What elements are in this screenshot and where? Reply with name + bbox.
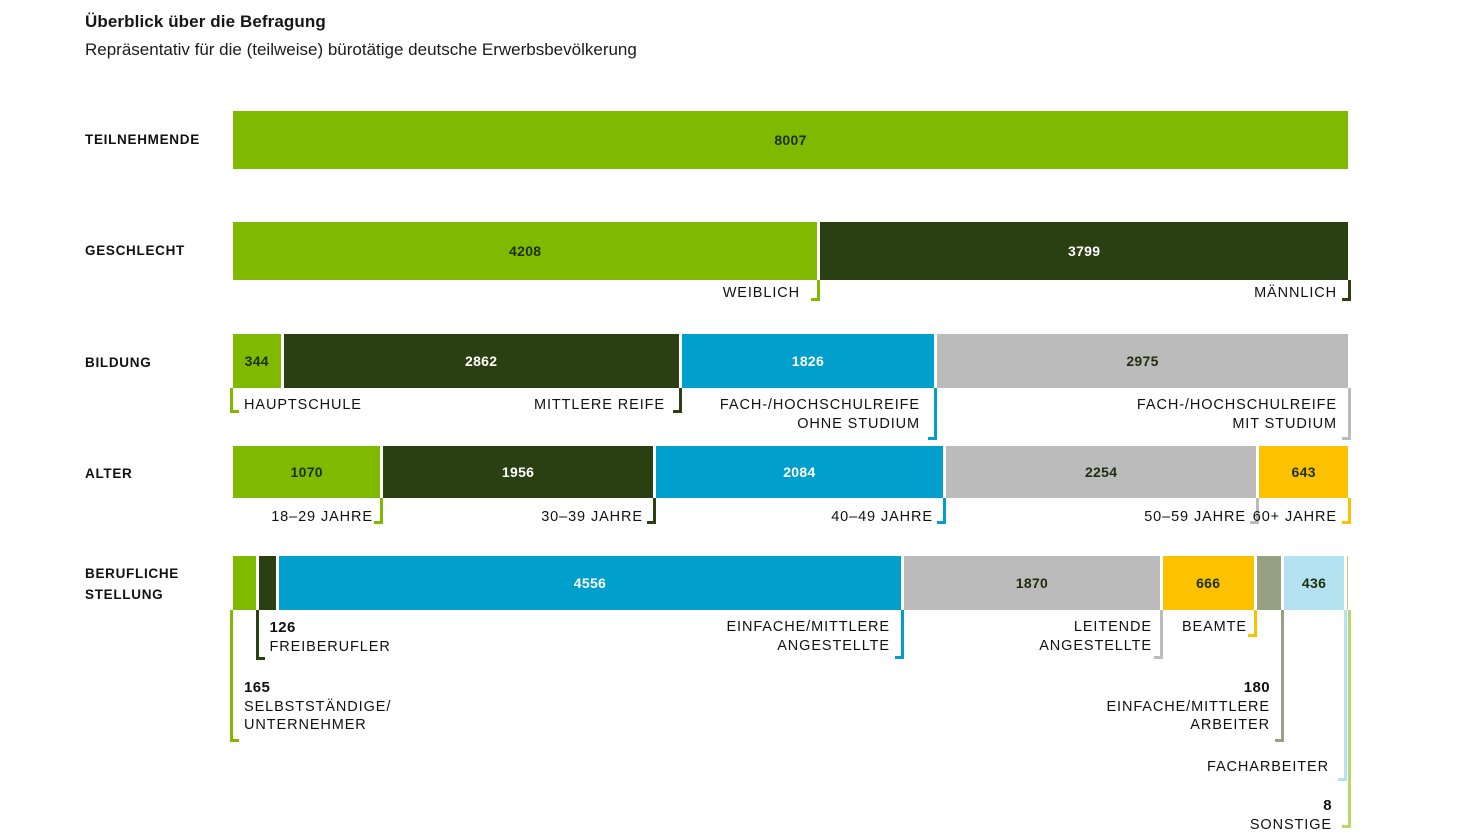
caption-line: FACH-/HOCHSCHULREIFE — [0, 396, 1337, 415]
bar-segment-weiblich: 4208 — [233, 222, 817, 280]
segment-value: 1956 — [502, 464, 534, 480]
segment-value: 666 — [1196, 575, 1220, 591]
caption-value: 180 — [0, 678, 1270, 698]
caption-line: ARBEITER — [0, 716, 1270, 735]
segment-value: 436 — [1302, 575, 1326, 591]
bar-row: 1070 1956 2084 2254 643 — [233, 446, 1348, 498]
segment-value: 344 — [245, 353, 269, 369]
leader-line-einfache-mittlere-arbeiter — [1281, 610, 1284, 742]
bar-row: 8007 — [233, 111, 1348, 169]
bar-segment-freiberufler — [259, 556, 276, 610]
leader-foot-selbststaendige-unternehmer — [230, 739, 239, 742]
leader-foot-freiberufler — [256, 657, 265, 660]
bar-segment-facharbeiter: 436 — [1284, 556, 1344, 610]
bar-segment-fach-hochschulreife-ohne-studium: 1826 — [682, 334, 934, 388]
bar-row: 4556 1870 666 436 — [233, 556, 1348, 610]
leader-foot-beamte — [1248, 634, 1257, 637]
bar-segment-einfache-mittlere-arbeiter — [1257, 556, 1282, 610]
bar-row: 4208 3799 — [233, 222, 1348, 280]
leader-line-sonstige — [1348, 610, 1351, 828]
caption-alter-60-plus: 60+ JAHRE — [0, 508, 1337, 527]
leader-foot-einfache-mittlere-angestellte — [895, 656, 904, 659]
segment-value: 1070 — [291, 464, 323, 480]
segment-value: 8007 — [774, 132, 806, 148]
segment-value: 2975 — [1126, 353, 1158, 369]
bar-segment-hauptschule: 344 — [233, 334, 281, 388]
bar-segment-fach-hochschulreife-mit-studium: 2975 — [937, 334, 1348, 388]
leader-line-facharbeiter — [1344, 610, 1347, 781]
bar-segment-alter-60-plus: 643 — [1259, 446, 1348, 498]
page-subtitle: Repräsentativ für die (teilweise) bürotä… — [85, 40, 637, 60]
leader-foot-alter-60-plus — [1342, 521, 1351, 524]
bar-segment-alter-40-49: 2084 — [656, 446, 943, 498]
caption-maennlich: MÄNNLICH — [0, 284, 1337, 303]
bar-segment-maennlich: 3799 — [820, 222, 1348, 280]
segment-value: 2084 — [783, 464, 815, 480]
bar-segment-einfache-mittlere-angestellte: 4556 — [279, 556, 901, 610]
segment-value: 1826 — [792, 353, 824, 369]
caption-line: MÄNNLICH — [0, 284, 1337, 303]
caption-line: BEAMTE — [0, 618, 1247, 637]
row-label-bildung: BILDUNG — [85, 353, 151, 374]
caption-line: EINFACHE/MITTLERE — [0, 698, 1270, 717]
segment-value: 2862 — [465, 353, 497, 369]
segment-value: 1870 — [1016, 575, 1048, 591]
segment-value: 4556 — [574, 575, 606, 591]
segment-value: 2254 — [1085, 464, 1117, 480]
caption-line: SONSTIGE — [0, 816, 1332, 834]
segment-value: 643 — [1292, 464, 1316, 480]
leader-line-fach-hochschulreife-mit-studium — [1348, 388, 1351, 440]
leader-foot-einfache-mittlere-arbeiter — [1275, 739, 1284, 742]
leader-line-beamte — [1254, 610, 1257, 637]
segment-value: 3799 — [1068, 243, 1100, 259]
bar-segment-selbststaendige-unternehmer — [233, 556, 256, 610]
segment-value: 4208 — [509, 243, 541, 259]
row-label-alter: ALTER — [85, 464, 133, 485]
bar-segment-alter-50-59: 2254 — [946, 446, 1256, 498]
caption-facharbeiter: FACHARBEITER — [0, 758, 1329, 777]
caption-line: MIT STUDIUM — [0, 415, 1337, 434]
row-label-geschlecht: GESCHLECHT — [85, 241, 185, 262]
leader-foot-fach-hochschulreife-mit-studium — [1342, 437, 1351, 440]
bar-row: 344 2862 1826 2975 — [233, 334, 1348, 388]
bar-segment-teilnehmende: 8007 — [233, 111, 1348, 169]
leader-foot-fach-hochschulreife-ohne-studium — [928, 437, 937, 440]
bar-segment-sonstige — [1347, 556, 1348, 610]
bar-segment-mittlere-reife: 2862 — [284, 334, 679, 388]
caption-line: ANGESTELLTE — [0, 637, 1152, 656]
bar-segment-alter-18-29: 1070 — [233, 446, 380, 498]
leader-foot-facharbeiter — [1338, 778, 1347, 781]
bar-segment-leitende-angestellte: 1870 — [904, 556, 1159, 610]
caption-beamte: BEAMTE — [0, 618, 1247, 637]
leader-foot-maennlich — [1342, 298, 1351, 301]
row-label-teilnehmende: TEILNEHMENDE — [85, 130, 200, 151]
header: Überblick über die Befragung Repräsentat… — [85, 12, 637, 60]
bar-segment-beamte: 666 — [1163, 556, 1254, 610]
bar-segment-alter-30-39: 1956 — [383, 446, 652, 498]
leader-foot-leitende-angestellte — [1154, 656, 1163, 659]
caption-value: 8 — [0, 796, 1332, 816]
caption-line: 60+ JAHRE — [0, 508, 1337, 527]
caption-line: FACHARBEITER — [0, 758, 1329, 777]
page-title: Überblick über die Befragung — [85, 12, 637, 32]
